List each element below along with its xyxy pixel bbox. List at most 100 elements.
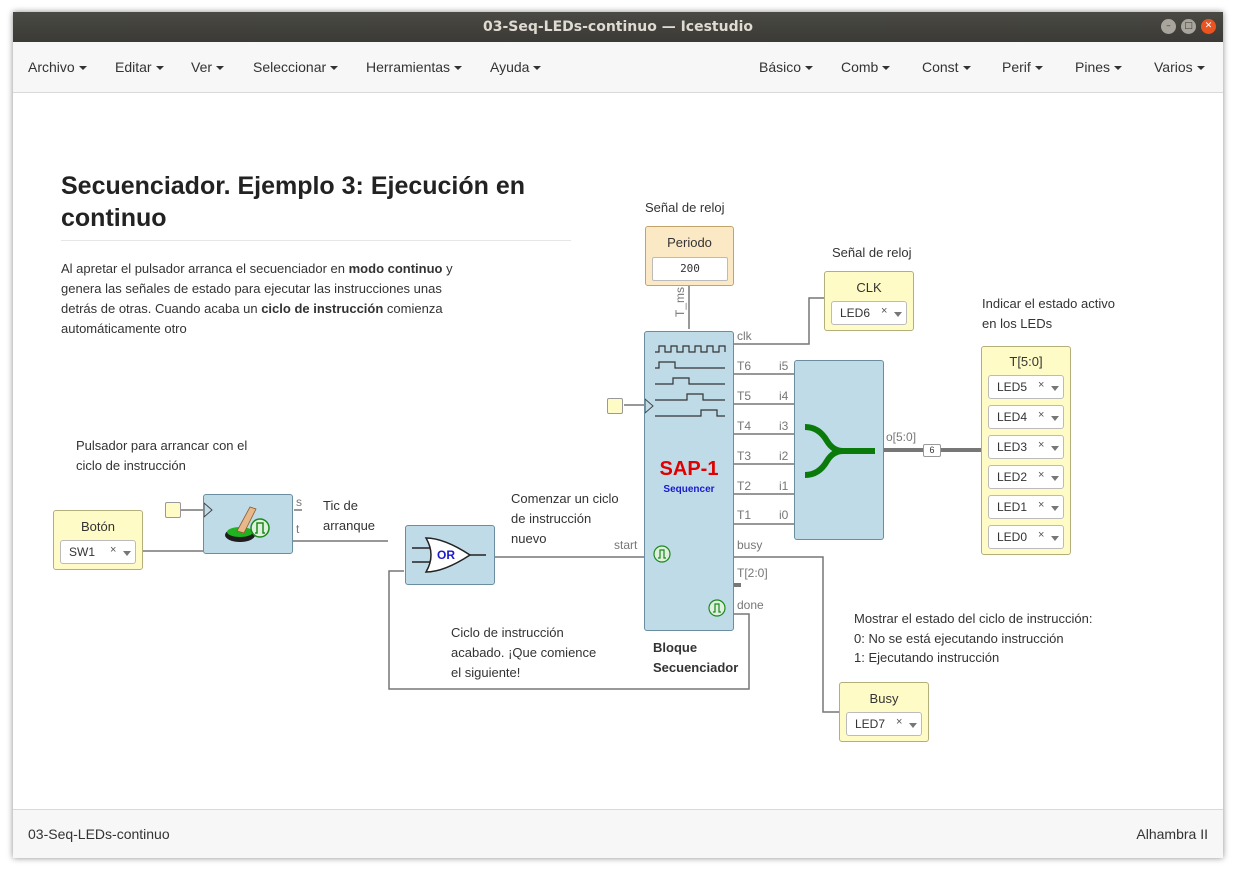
minimize-button[interactable]: –	[1161, 19, 1176, 34]
comment-bloque-1: Bloque	[653, 640, 698, 655]
menu-editar-label: Editar	[115, 59, 152, 75]
clear-icon[interactable]: ×	[1038, 499, 1045, 511]
maximize-button[interactable]: □	[1181, 19, 1196, 34]
status-project-name: 03-Seq-LEDs-continuo	[28, 826, 170, 842]
clear-icon[interactable]: ×	[1038, 439, 1045, 451]
menu-const-label: Const	[922, 59, 959, 75]
clk-pin-select[interactable]: LED6 ×	[831, 301, 907, 325]
clk-pin-value: LED6	[840, 306, 871, 320]
periodo-value-field[interactable]: 200	[652, 257, 728, 281]
comment-indicar-1: Indicar el estado activo	[982, 296, 1115, 311]
periodo-block[interactable]: Periodo 200	[645, 226, 734, 286]
dropdown-arrow-icon[interactable]	[909, 723, 917, 728]
or-gate-block[interactable]: OR	[405, 525, 495, 585]
port-done: done	[737, 598, 764, 612]
port-s: s	[296, 495, 302, 509]
t-pin-select-0[interactable]: LED5 ×	[988, 375, 1064, 399]
port-t-ms: T_ms	[673, 287, 687, 317]
clear-icon[interactable]: ×	[1038, 469, 1045, 481]
t-pin-select-4[interactable]: LED1 ×	[988, 495, 1064, 519]
menu-perif[interactable]: Perif	[1002, 59, 1043, 75]
menu-comb-label: Comb	[841, 59, 879, 75]
or-gate-label: OR	[437, 548, 455, 562]
pin-value: LED5	[997, 380, 1028, 394]
port-start: start	[614, 538, 638, 552]
comment-comenzar-2: de instrucción	[511, 511, 592, 526]
dropdown-arrow-icon[interactable]	[123, 551, 131, 556]
bus-join-icon	[804, 424, 875, 478]
menu-varios-label: Varios	[1154, 59, 1193, 75]
desc-bold-2: ciclo de instrucción	[261, 301, 384, 316]
clear-icon[interactable]: ×	[110, 544, 117, 556]
sap1-sequencer-block[interactable]: SAP-1 Sequencer	[644, 331, 734, 631]
clock-waveform-icon	[644, 345, 726, 617]
menu-herramientas[interactable]: Herramientas	[366, 59, 463, 75]
pulsador-tic-block[interactable]	[203, 494, 293, 554]
clear-icon[interactable]: ×	[1038, 379, 1045, 391]
comment-comenzar-1: Comenzar un ciclo	[511, 491, 619, 506]
comment-senal-reloj-1: Señal de reloj	[645, 200, 725, 215]
sap1-subtitle: Sequencer	[663, 484, 715, 495]
port-clk: clk	[737, 329, 752, 343]
dropdown-arrow-icon[interactable]	[1051, 386, 1059, 391]
port-t: t	[296, 522, 300, 536]
caret-down-icon	[1196, 66, 1205, 71]
menu-basico[interactable]: Básico	[759, 59, 814, 75]
dropdown-arrow-icon[interactable]	[894, 312, 902, 317]
clock-input-sap[interactable]	[607, 398, 623, 414]
boton-pin-select[interactable]: SW1 ×	[60, 540, 136, 564]
dropdown-arrow-icon[interactable]	[1051, 536, 1059, 541]
menu-herramientas-label: Herramientas	[366, 59, 451, 75]
clear-icon[interactable]: ×	[1038, 529, 1045, 541]
clk-output-block[interactable]: CLK LED6 ×	[824, 271, 914, 331]
boton-input-block[interactable]: Botón SW1 ×	[53, 510, 143, 570]
menu-pines-label: Pines	[1075, 59, 1111, 75]
t-pin-select-5[interactable]: LED0×	[988, 525, 1064, 549]
clear-icon[interactable]: ×	[896, 716, 903, 728]
menu-ver[interactable]: Ver	[191, 59, 225, 75]
menu-varios[interactable]: Varios	[1154, 59, 1205, 75]
dropdown-arrow-icon[interactable]	[1051, 506, 1059, 511]
comment-tic-1: Tic de	[323, 498, 358, 513]
desc-bold-1: modo continuo	[348, 261, 443, 276]
menu-ayuda[interactable]: Ayuda	[490, 59, 542, 75]
boton-label: Botón	[81, 519, 115, 534]
dropdown-arrow-icon[interactable]	[1051, 476, 1059, 481]
port-i1: i1	[779, 479, 789, 493]
dropdown-arrow-icon[interactable]	[1051, 446, 1059, 451]
port-t6: T6	[737, 359, 752, 373]
clear-icon[interactable]: ×	[1038, 409, 1045, 421]
port-i0: i0	[779, 508, 789, 522]
bus-combiner-block[interactable]	[794, 360, 884, 540]
title-bar: 03-Seq-LEDs-continuo — Icestudio – □ ✕	[13, 12, 1223, 42]
t-bus-output-block[interactable]: T[5:0] LED5 × LED4 × LED3× LED2× LED1 × LED…	[981, 346, 1071, 555]
or-gate-icon	[412, 537, 486, 573]
caret-down-icon	[155, 66, 164, 71]
comment-ciclo-2: acabado. ¡Que comience	[451, 645, 597, 660]
menu-pines[interactable]: Pines	[1075, 59, 1123, 75]
menu-comb[interactable]: Comb	[841, 59, 891, 75]
busy-pin-value: LED7	[855, 717, 886, 731]
clk-label: CLK	[856, 280, 882, 295]
t-pin-select-3[interactable]: LED2×	[988, 465, 1064, 489]
menu-seleccionar[interactable]: Seleccionar	[253, 59, 339, 75]
pin-value: LED1	[997, 500, 1028, 514]
clock-input-pulsador[interactable]	[165, 502, 181, 518]
menu-ayuda-label: Ayuda	[490, 59, 530, 75]
pin-value: LED4	[997, 410, 1028, 424]
t-bus-label: T[5:0]	[1009, 354, 1043, 369]
t-pin-select-1[interactable]: LED4 ×	[988, 405, 1064, 429]
dropdown-arrow-icon[interactable]	[1051, 416, 1059, 421]
clear-icon[interactable]: ×	[881, 305, 888, 317]
close-button[interactable]: ✕	[1201, 19, 1216, 34]
busy-label: Busy	[869, 691, 899, 706]
busy-output-block[interactable]: Busy LED7 ×	[839, 682, 929, 742]
menu-archivo[interactable]: Archivo	[28, 59, 87, 75]
t-pin-select-2[interactable]: LED3×	[988, 435, 1064, 459]
menu-editar[interactable]: Editar	[115, 59, 164, 75]
boton-pin-value: SW1	[69, 545, 96, 559]
busy-pin-select[interactable]: LED7 ×	[846, 712, 922, 736]
caret-down-icon	[805, 66, 814, 71]
design-canvas[interactable]: Secuenciador. Ejemplo 3: Ejecución en co…	[13, 93, 1223, 809]
menu-const[interactable]: Const	[922, 59, 971, 75]
